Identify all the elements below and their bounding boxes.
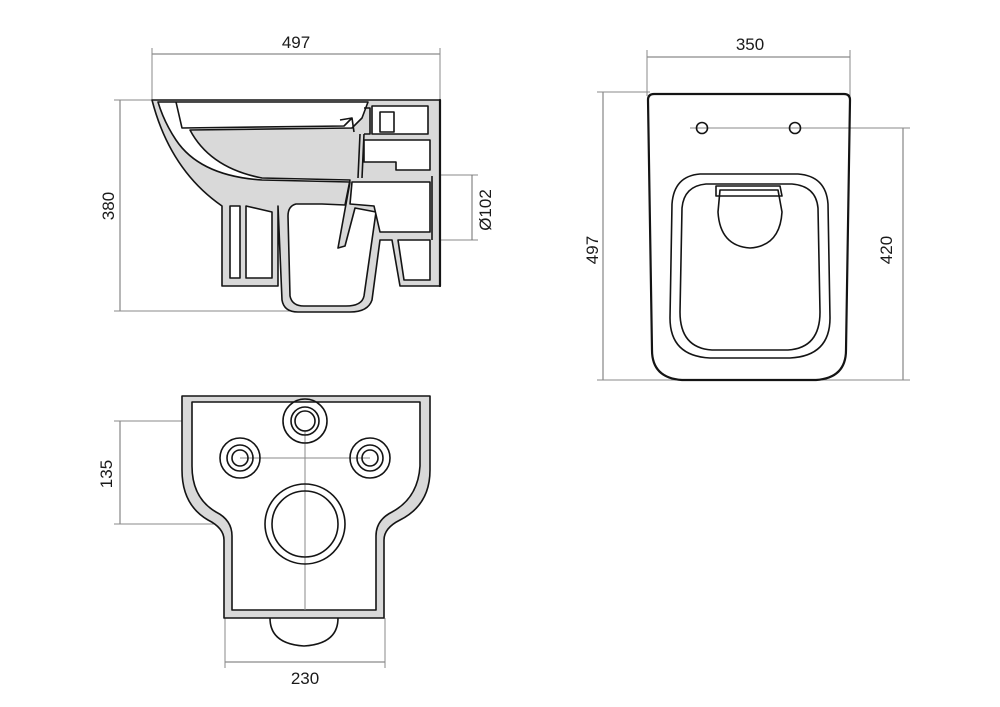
rear-width-dimension: 230 bbox=[224, 618, 386, 688]
front-mount-label: 420 bbox=[877, 236, 896, 264]
rear-view: 135 230 bbox=[97, 395, 431, 688]
front-seat-outer bbox=[669, 173, 831, 359]
side-width-dimension: 497 bbox=[151, 33, 441, 100]
rear-mount-left bbox=[219, 437, 261, 479]
front-mount-hole-right bbox=[788, 121, 802, 135]
side-pipe-dimension: Ø102 bbox=[432, 174, 495, 241]
rear-mount-right bbox=[349, 437, 391, 479]
side-flush-inlet bbox=[339, 105, 431, 179]
side-view: 497 380 Ø102 bbox=[99, 33, 495, 313]
front-mount-hole-left bbox=[695, 121, 709, 135]
front-width-dimension: 350 bbox=[646, 35, 851, 96]
side-front-foot bbox=[229, 205, 241, 279]
side-rear-foot bbox=[397, 239, 431, 281]
rear-inlet-hole bbox=[282, 398, 328, 444]
front-flush-rim bbox=[715, 185, 783, 197]
front-bowl-outline bbox=[646, 92, 852, 382]
rear-spacing-label: 135 bbox=[97, 460, 116, 488]
side-bowl-cavity bbox=[157, 101, 377, 307]
rear-back-rim bbox=[269, 617, 339, 647]
side-height-dimension: 380 bbox=[99, 99, 300, 312]
front-height-label: 497 bbox=[583, 236, 602, 264]
side-height-label: 380 bbox=[99, 192, 118, 220]
side-width-label: 497 bbox=[282, 33, 310, 52]
rear-width-label: 230 bbox=[291, 669, 319, 688]
front-mount-dimension: 420 bbox=[690, 127, 910, 381]
front-seat-inner bbox=[679, 183, 821, 351]
side-rim-line bbox=[175, 101, 353, 129]
side-front-foot-2 bbox=[245, 205, 273, 279]
side-trap bbox=[349, 181, 431, 233]
rear-outlet bbox=[264, 483, 346, 565]
side-pipe-label: Ø102 bbox=[476, 189, 495, 231]
front-width-label: 350 bbox=[736, 35, 764, 54]
front-height-dimension: 497 bbox=[583, 91, 700, 381]
front-view: 350 497 420 bbox=[583, 35, 910, 382]
front-bowl-opening bbox=[717, 189, 783, 249]
